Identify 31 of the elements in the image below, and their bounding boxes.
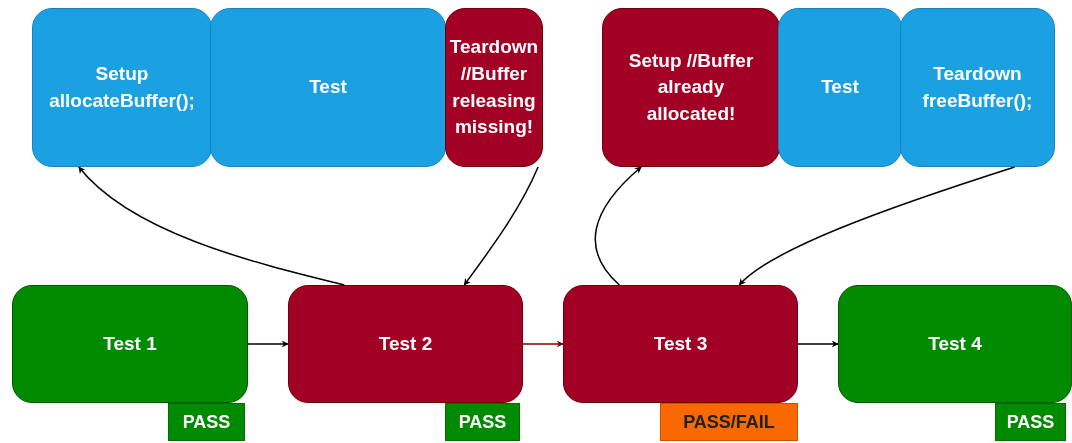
arrow: [797, 340, 839, 348]
box-label: Setup //Buffer already allocated!: [627, 48, 755, 126]
arrow: [738, 166, 1016, 286]
process-box: [563, 285, 798, 403]
process-box: [445, 8, 543, 167]
arrow: [522, 340, 564, 348]
box-label: Test 4: [928, 331, 982, 356]
arrow: [594, 166, 642, 286]
box-label: Test: [309, 75, 347, 100]
arrow: [463, 166, 539, 286]
arrow: [78, 166, 346, 286]
process-box: [12, 285, 248, 403]
box-label: Test 2: [378, 331, 433, 356]
process-box: [838, 285, 1072, 403]
box-label: Test 3: [653, 331, 708, 356]
status-badge: PASS: [445, 403, 520, 441]
box-label: Setup allocateBuffer();: [48, 61, 196, 113]
process-box: [32, 8, 212, 167]
status-badge: PASS: [995, 403, 1066, 441]
process-box: [210, 8, 446, 167]
status-badge: PASS/FAIL: [660, 403, 798, 441]
box-label: Teardown freeBuffer();: [921, 61, 1034, 113]
box-label: Test 1: [103, 331, 157, 356]
box-label: Teardown //Buffer releasing missing!: [449, 35, 539, 140]
process-box: [602, 8, 780, 167]
arrow: [247, 340, 289, 348]
status-badge: PASS: [168, 403, 245, 441]
box-label: Test: [821, 75, 859, 100]
process-box: [900, 8, 1055, 167]
process-box: [288, 285, 523, 403]
process-box: [778, 8, 902, 167]
